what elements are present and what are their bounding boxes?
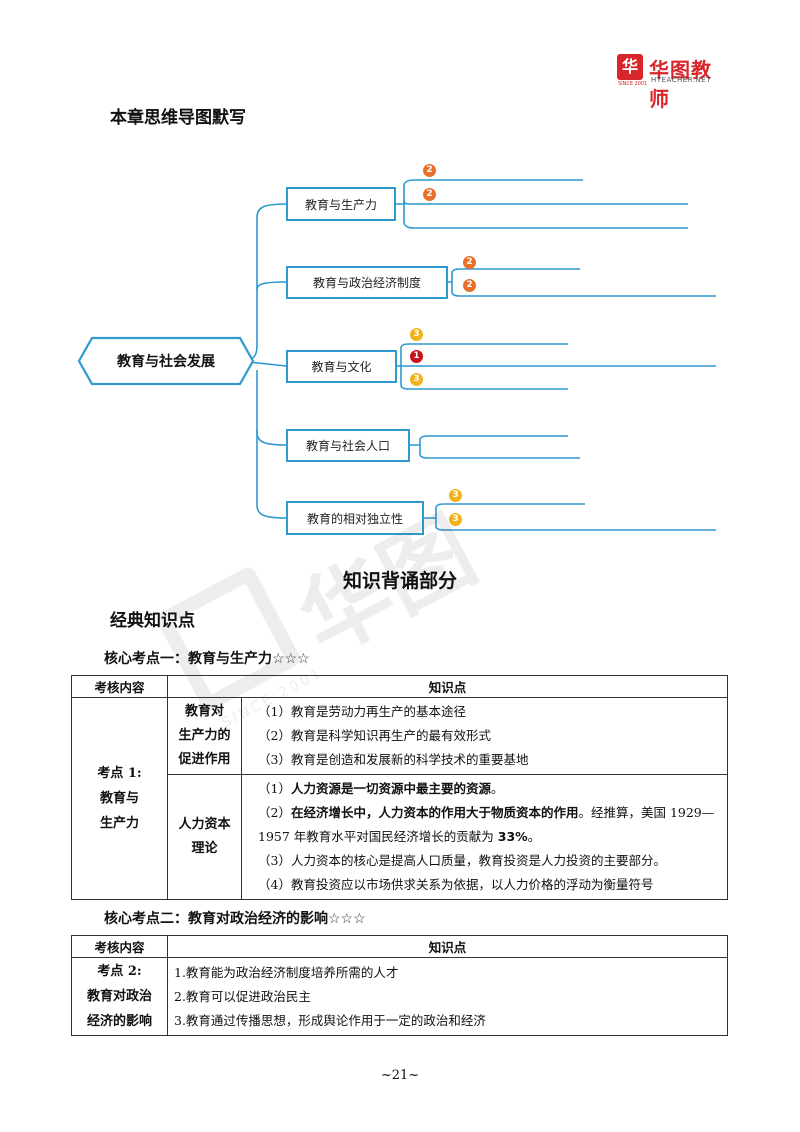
connector-b2-1 bbox=[448, 268, 580, 283]
topic2-title-text: 核心考点二：教育对政治经济的影响 bbox=[104, 911, 328, 927]
point-item: （2）教育是科学知识再生产的最有效形式 bbox=[258, 728, 491, 743]
logo-name: 华图教师 bbox=[649, 58, 712, 111]
branch-node-culture: 教育与文化 bbox=[286, 350, 397, 383]
point-text: 。 bbox=[527, 829, 541, 844]
point-text: 。经推算，美国 1929—1957 年教育水平对国民经济增长的贡献为 bbox=[258, 805, 715, 844]
table-row: 考点 2: 教育对政治 经济的影响 1.教育能为政治经济制度培养所需的人才 2.… bbox=[71, 957, 728, 1036]
connector-b1-1 bbox=[396, 179, 583, 205]
topic1-table: 考核内容 知识点 考点 1: 教育与 生产力 教育对 生产力的 促进作用 （1）… bbox=[71, 675, 728, 900]
connector-b3-1 bbox=[397, 343, 568, 367]
column-header: 知识点 bbox=[167, 935, 728, 958]
priority-badge-icon: 2 bbox=[423, 164, 436, 177]
column-header: 知识点 bbox=[167, 675, 728, 698]
point-item: （2）在经济增长中，人力资本的作用大于物质资本的作用。经推算，美国 1929—1… bbox=[250, 801, 721, 849]
connector-b5-1 bbox=[424, 503, 585, 519]
logo-mark-icon: 华 bbox=[617, 54, 643, 80]
priority-badge-icon: 1 bbox=[410, 350, 423, 363]
subcategory-line: 理论 bbox=[191, 841, 218, 856]
subcategory-cell: 教育对 生产力的 促进作用 bbox=[167, 697, 242, 775]
priority-badge-icon: 3 bbox=[449, 489, 462, 502]
branch-node-population: 教育与社会人口 bbox=[286, 429, 410, 462]
point-item: （1）人力资源是一切资源中最主要的资源。 bbox=[250, 777, 721, 801]
root-node-label: 教育与社会发展 bbox=[117, 354, 215, 370]
star-rating-icon: ☆☆☆ bbox=[272, 651, 310, 667]
point-item: 3.教育通过传播思想，形成舆论作用于一定的政治和经济 bbox=[174, 1012, 486, 1028]
priority-badge-icon: 2 bbox=[463, 279, 476, 292]
branch-node-politics-economy: 教育与政治经济制度 bbox=[286, 266, 448, 299]
connector-b4-2 bbox=[419, 445, 580, 459]
branch-node-independence: 教育的相对独立性 bbox=[286, 501, 424, 535]
category-line: 考点 2: bbox=[97, 964, 142, 979]
connector-b2-2 bbox=[451, 282, 716, 297]
root-node-shape bbox=[77, 336, 255, 386]
point-item: （3）人力资本的核心是提高人口质量，教育投资是人力投资的主要部分。 bbox=[258, 853, 666, 868]
topic2-title: 核心考点二：教育对政治经济的影响☆☆☆ bbox=[104, 908, 366, 928]
topic1-title: 核心考点一：教育与生产力☆☆☆ bbox=[104, 648, 310, 668]
logo-subtitle: HTEACHER.NET bbox=[651, 76, 711, 84]
category-line: 教育与 bbox=[99, 791, 139, 806]
connector-b1-2 bbox=[403, 199, 688, 205]
connector-root-2 bbox=[256, 281, 287, 291]
connector-root-4 bbox=[256, 370, 287, 446]
category-cell: 考点 1: 教育与 生产力 bbox=[71, 697, 168, 900]
mind-map-connectors bbox=[77, 179, 716, 531]
point-bold-text: 33% bbox=[497, 829, 528, 844]
priority-badge-icon: 2 bbox=[463, 256, 476, 269]
point-item: （3）教育是创造和发展新的科学技术的重要基地 bbox=[258, 752, 529, 767]
connector-b4-1 bbox=[410, 435, 568, 446]
knowledge-section-title: 知识背诵部分 bbox=[342, 570, 457, 592]
subcategory-cell: 人力资本 理论 bbox=[167, 774, 242, 900]
branch-node-productivity: 教育与生产力 bbox=[286, 187, 396, 221]
page-number: ~21~ bbox=[380, 1068, 420, 1083]
priority-badge-icon: 3 bbox=[449, 513, 462, 526]
table-header-row: 考核内容 知识点 bbox=[71, 675, 728, 698]
category-line: 考点 1: bbox=[97, 766, 142, 781]
category-line: 教育对政治 bbox=[86, 989, 152, 1004]
connector-b5-2 bbox=[435, 518, 716, 531]
topic2-table: 考核内容 知识点 考点 2: 教育对政治 经济的影响 1.教育能为政治经济制度培… bbox=[71, 935, 728, 1036]
star-rating-icon: ☆☆☆ bbox=[328, 911, 366, 927]
column-header: 考核内容 bbox=[71, 935, 168, 958]
mindmap-section-title: 本章思维导图默写 bbox=[110, 108, 246, 128]
category-line: 经济的影响 bbox=[86, 1014, 152, 1029]
points-cell: （1）人力资源是一切资源中最主要的资源。 （2）在经济增长中，人力资本的作用大于… bbox=[241, 774, 728, 900]
brand-logo: 华 SINCE 2001 华图教师 HTEACHER.NET bbox=[617, 52, 732, 111]
points-cell: （1）教育是劳动力再生产的基本途径 （2）教育是科学知识再生产的最有效形式 （3… bbox=[241, 697, 728, 775]
point-text: 。 bbox=[490, 781, 504, 796]
subcategory-line: 教育对 bbox=[184, 704, 224, 719]
point-prefix: （1） bbox=[258, 781, 291, 796]
point-item: 1.教育能为政治经济制度培养所需的人才 bbox=[174, 964, 399, 980]
connector-root-5 bbox=[256, 430, 287, 519]
point-item: （4）教育投资应以市场供求关系为依据，以人力价格的浮动为衡量符号 bbox=[258, 877, 654, 892]
table-header-row: 考核内容 知识点 bbox=[71, 935, 728, 958]
mind-map: 教育与社会发展 教育与生产力 教育与政治经济制度 教育与文化 教育与社会人口 教… bbox=[0, 0, 800, 560]
table-row: 考点 1: 教育与 生产力 教育对 生产力的 促进作用 （1）教育是劳动力再生产… bbox=[71, 697, 728, 900]
priority-badge-icon: 2 bbox=[423, 188, 436, 201]
priority-badge-icon: 3 bbox=[410, 373, 423, 386]
subcategory-line: 人力资本 bbox=[178, 817, 231, 832]
subcategory-line: 促进作用 bbox=[178, 752, 231, 767]
category-line: 生产力 bbox=[99, 816, 139, 831]
connector-b1-3 bbox=[403, 204, 688, 229]
table-row: 人力资本 理论 （1）人力资源是一切资源中最主要的资源。 （2）在经济增长中，人… bbox=[72, 774, 728, 900]
subcategory-line: 生产力的 bbox=[178, 728, 231, 743]
knowledge-subsection-title: 经典知识点 bbox=[110, 611, 195, 631]
point-bold-text: 在经济增长中，人力资本的作用大于物质资本的作用 bbox=[290, 805, 579, 820]
point-item: （1）教育是劳动力再生产的基本途径 bbox=[258, 704, 466, 719]
logo-since: SINCE 2001 bbox=[618, 81, 648, 87]
points-cell: 1.教育能为政治经济制度培养所需的人才 2.教育可以促进政治民主 3.教育通过传… bbox=[167, 957, 728, 1036]
point-prefix: （2） bbox=[258, 805, 291, 820]
point-bold-text: 人力资源是一切资源中最主要的资源 bbox=[290, 781, 491, 796]
point-item: 2.教育可以促进政治民主 bbox=[174, 988, 311, 1004]
column-header: 考核内容 bbox=[71, 675, 168, 698]
connector-b3-3 bbox=[400, 366, 568, 390]
topic1-title-text: 核心考点一：教育与生产力 bbox=[104, 651, 272, 667]
priority-badge-icon: 3 bbox=[410, 328, 423, 341]
category-cell: 考点 2: 教育对政治 经济的影响 bbox=[71, 957, 168, 1036]
